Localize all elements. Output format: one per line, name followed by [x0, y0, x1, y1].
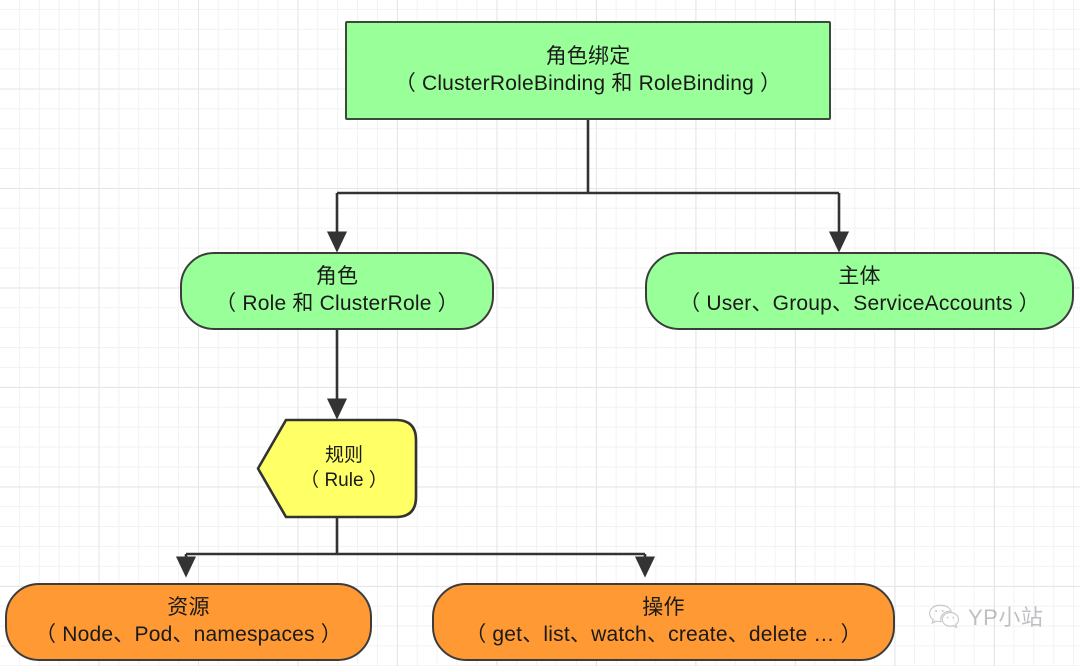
- node-role-line1: 角色: [315, 265, 359, 289]
- node-subject-line1: 主体: [838, 265, 881, 289]
- node-rule-label: 规则 （ Rule ）: [286, 444, 388, 493]
- node-rule-line1: 规则: [324, 444, 363, 466]
- node-resource[interactable]: 资源 （ Node、Pod、namespaces ）: [5, 583, 372, 661]
- node-subject-line2: （ User、Group、ServiceAccounts ）: [679, 292, 1040, 315]
- edge-rolebinding-split: [337, 120, 839, 195]
- node-role-binding-line2: （ ClusterRoleBinding 和 RoleBinding ）: [394, 71, 782, 95]
- node-role[interactable]: 角色 （ Role 和 ClusterRole ）: [180, 252, 494, 330]
- watermark-text: YP小站: [968, 605, 1044, 630]
- node-role-binding[interactable]: 角色绑定 （ ClusterRoleBinding 和 RoleBinding …: [345, 21, 831, 120]
- edge-rule-split: [186, 518, 645, 556]
- rule-hexagon-shape: [256, 418, 418, 519]
- node-resource-line1: 资源: [167, 596, 210, 620]
- node-role-line2: （ Role 和 ClusterRole ）: [215, 292, 459, 315]
- node-rule[interactable]: 规则 （ Rule ）: [256, 418, 418, 519]
- node-verb-line1: 操作: [642, 596, 685, 620]
- node-subject[interactable]: 主体 （ User、Group、ServiceAccounts ）: [645, 252, 1074, 330]
- watermark: YP小站: [928, 600, 1043, 632]
- wechat-icon: [929, 604, 960, 629]
- node-verb-line2: （ get、list、watch、create、delete … ）: [465, 623, 862, 646]
- node-resource-line2: （ Node、Pod、namespaces ）: [35, 623, 342, 646]
- node-role-binding-line1: 角色绑定: [545, 44, 631, 68]
- node-verb[interactable]: 操作 （ get、list、watch、create、delete … ）: [432, 583, 895, 661]
- node-rule-line2: （ Rule ）: [300, 469, 388, 491]
